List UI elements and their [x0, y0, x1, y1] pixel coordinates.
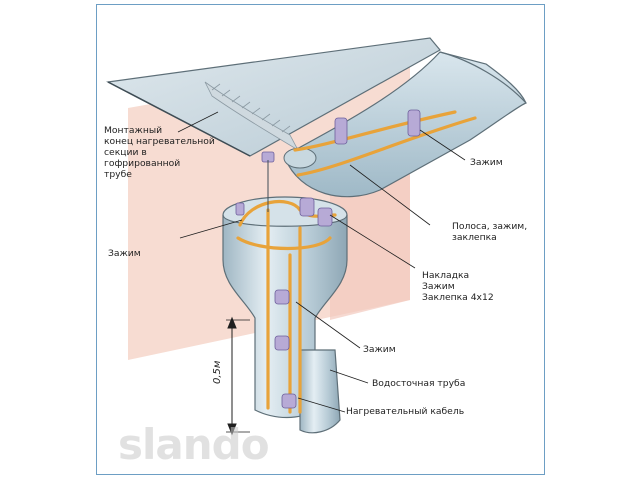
label-overlay-clamp-rivet: Накладка Зажим Заклепка 4х12: [422, 270, 494, 303]
label-mount-end: Монтажный конец нагревательной секции в …: [104, 125, 215, 180]
downspout: [300, 350, 340, 433]
label-clamp-mid: Зажим: [363, 344, 396, 355]
label-clamp-top: Зажим: [470, 157, 503, 168]
label-drainpipe: Водосточная труба: [372, 378, 465, 389]
label-dimension: 0,5м: [212, 361, 223, 384]
label-strip-clamp-rivet: Полоса, зажим, заклепка: [452, 221, 527, 243]
watermark: slando: [118, 420, 269, 469]
label-clamp-left: Зажим: [108, 248, 141, 259]
label-heating-cable: Нагревательный кабель: [346, 406, 464, 417]
